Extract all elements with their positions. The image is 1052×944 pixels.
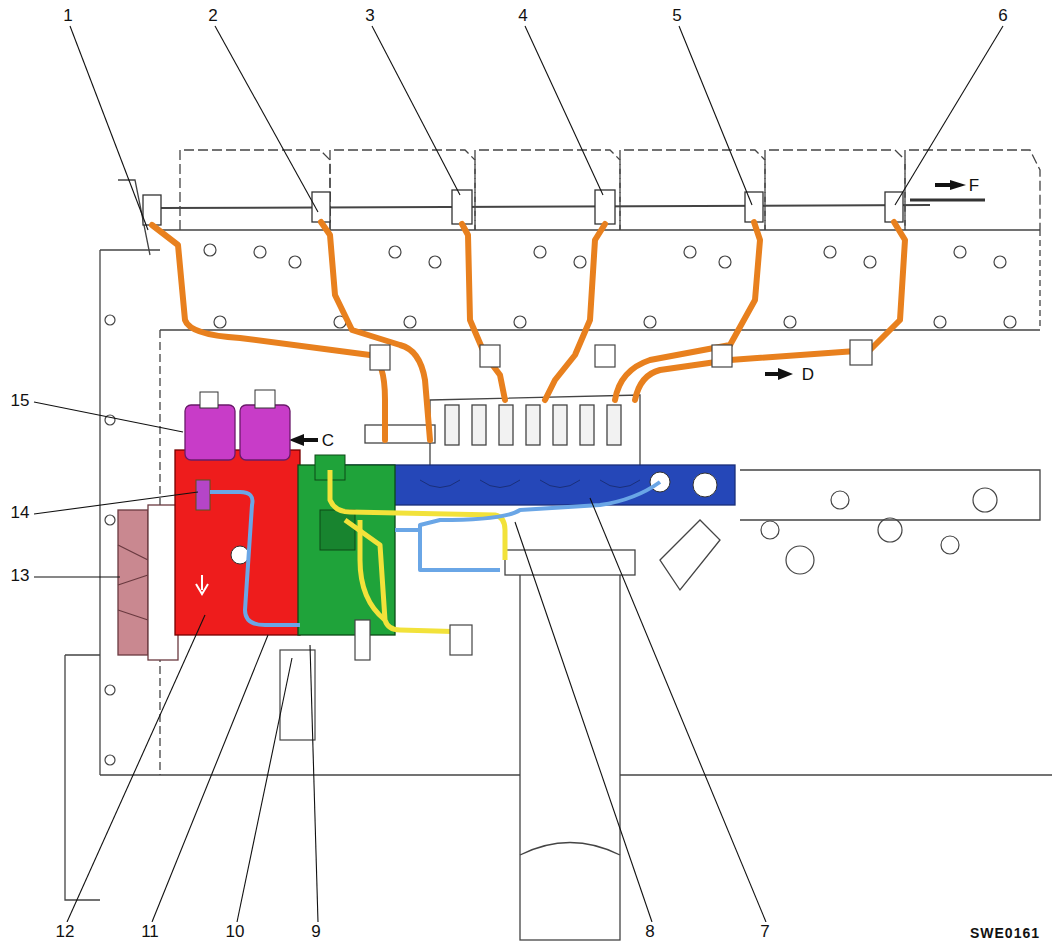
callout-number: 6 bbox=[996, 6, 1009, 25]
callout-number: 11 bbox=[139, 922, 161, 941]
callout-number: 12 bbox=[54, 922, 77, 941]
callout-number: 1 bbox=[61, 6, 74, 25]
callout-number: 2 bbox=[206, 6, 219, 25]
callout-number: 10 bbox=[224, 922, 247, 941]
callout-number: 9 bbox=[309, 922, 322, 941]
flow-letter: D bbox=[800, 365, 816, 384]
callout-number: 13 bbox=[9, 566, 32, 585]
flow-letter: C bbox=[320, 431, 336, 450]
flow-letter: F bbox=[967, 176, 981, 195]
drawing-code: SWE0161 bbox=[968, 925, 1042, 941]
callout-number: 4 bbox=[516, 6, 529, 25]
callout-number: 8 bbox=[643, 922, 656, 941]
callout-number: 14 bbox=[9, 503, 32, 522]
callout-number: 5 bbox=[670, 6, 683, 25]
callout-number: 7 bbox=[758, 922, 771, 941]
callout-number: 3 bbox=[363, 6, 376, 25]
callout-number: 15 bbox=[9, 391, 32, 410]
